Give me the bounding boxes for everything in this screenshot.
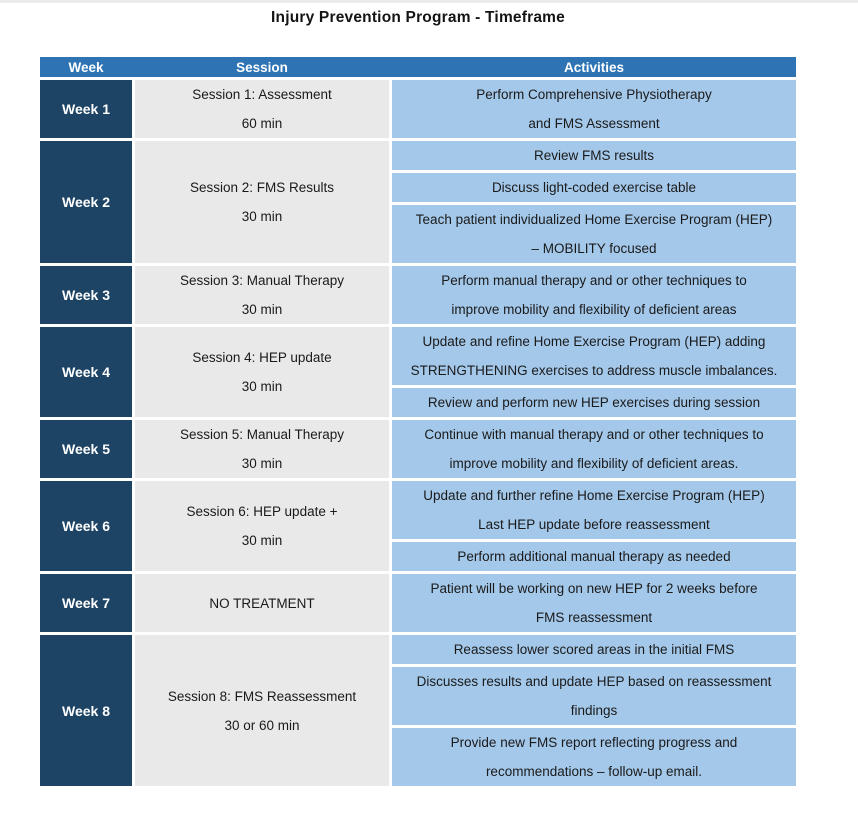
- session-cell: Session 4: HEP update 30 min: [135, 327, 389, 417]
- activities-cell-group: Update and further refine Home Exercise …: [392, 481, 796, 571]
- column-header-session: Session: [236, 59, 288, 75]
- page-top-border: [0, 0, 858, 3]
- column-header-week: Week: [68, 59, 104, 75]
- column-header-activities: Activities: [563, 59, 625, 75]
- week-cell: Week 3: [40, 266, 132, 324]
- table-header-row: Week Session Activities: [40, 57, 796, 77]
- activity-cell: Update and refine Home Exercise Program …: [392, 327, 796, 385]
- activities-cell-group: Perform Comprehensive Physiotherapy and …: [392, 80, 796, 138]
- week-cell: Week 8: [40, 635, 132, 786]
- session-cell: NO TREATMENT: [135, 574, 389, 632]
- activity-cell: Review and perform new HEP exercises dur…: [392, 388, 796, 417]
- activity-cell: Teach patient individualized Home Exerci…: [392, 205, 796, 263]
- activities-cell-group: Patient will be working on new HEP for 2…: [392, 574, 796, 632]
- activity-cell: Discuss light-coded exercise table: [392, 173, 796, 202]
- session-cell: Session 2: FMS Results 30 min: [135, 141, 389, 263]
- session-cell: Session 5: Manual Therapy 30 min: [135, 420, 389, 478]
- activity-cell: Continue with manual therapy and or othe…: [392, 420, 796, 478]
- activities-cell-group: Continue with manual therapy and or othe…: [392, 420, 796, 478]
- session-cell: Session 1: Assessment 60 min: [135, 80, 389, 138]
- activity-cell: Perform additional manual therapy as nee…: [392, 542, 796, 571]
- page-title: Injury Prevention Program - Timeframe: [271, 9, 565, 26]
- activities-cell-group: Reassess lower scored areas in the initi…: [392, 635, 796, 786]
- activity-cell: Provide new FMS report reflecting progre…: [392, 728, 796, 786]
- activity-cell: Discusses results and update HEP based o…: [392, 667, 796, 725]
- session-cell: Session 6: HEP update + 30 min: [135, 481, 389, 571]
- week-cell: Week 7: [40, 574, 132, 632]
- session-cell: Session 8: FMS Reassessment 30 or 60 min: [135, 635, 389, 786]
- session-cell: Session 3: Manual Therapy 30 min: [135, 266, 389, 324]
- activity-cell: Update and further refine Home Exercise …: [392, 481, 796, 539]
- activity-cell: Review FMS results: [392, 141, 796, 170]
- activity-cell: Patient will be working on new HEP for 2…: [392, 574, 796, 632]
- activity-cell: Reassess lower scored areas in the initi…: [392, 635, 796, 664]
- week-cell: Week 4: [40, 327, 132, 417]
- activity-cell: Perform Comprehensive Physiotherapy and …: [392, 80, 796, 138]
- week-cell: Week 6: [40, 481, 132, 571]
- week-cell: Week 5: [40, 420, 132, 478]
- week-cell: Week 1: [40, 80, 132, 138]
- week-cell: Week 2: [40, 141, 132, 263]
- activities-cell-group: Update and refine Home Exercise Program …: [392, 327, 796, 417]
- activity-cell: Perform manual therapy and or other tech…: [392, 266, 796, 324]
- activities-cell-group: Perform manual therapy and or other tech…: [392, 266, 796, 324]
